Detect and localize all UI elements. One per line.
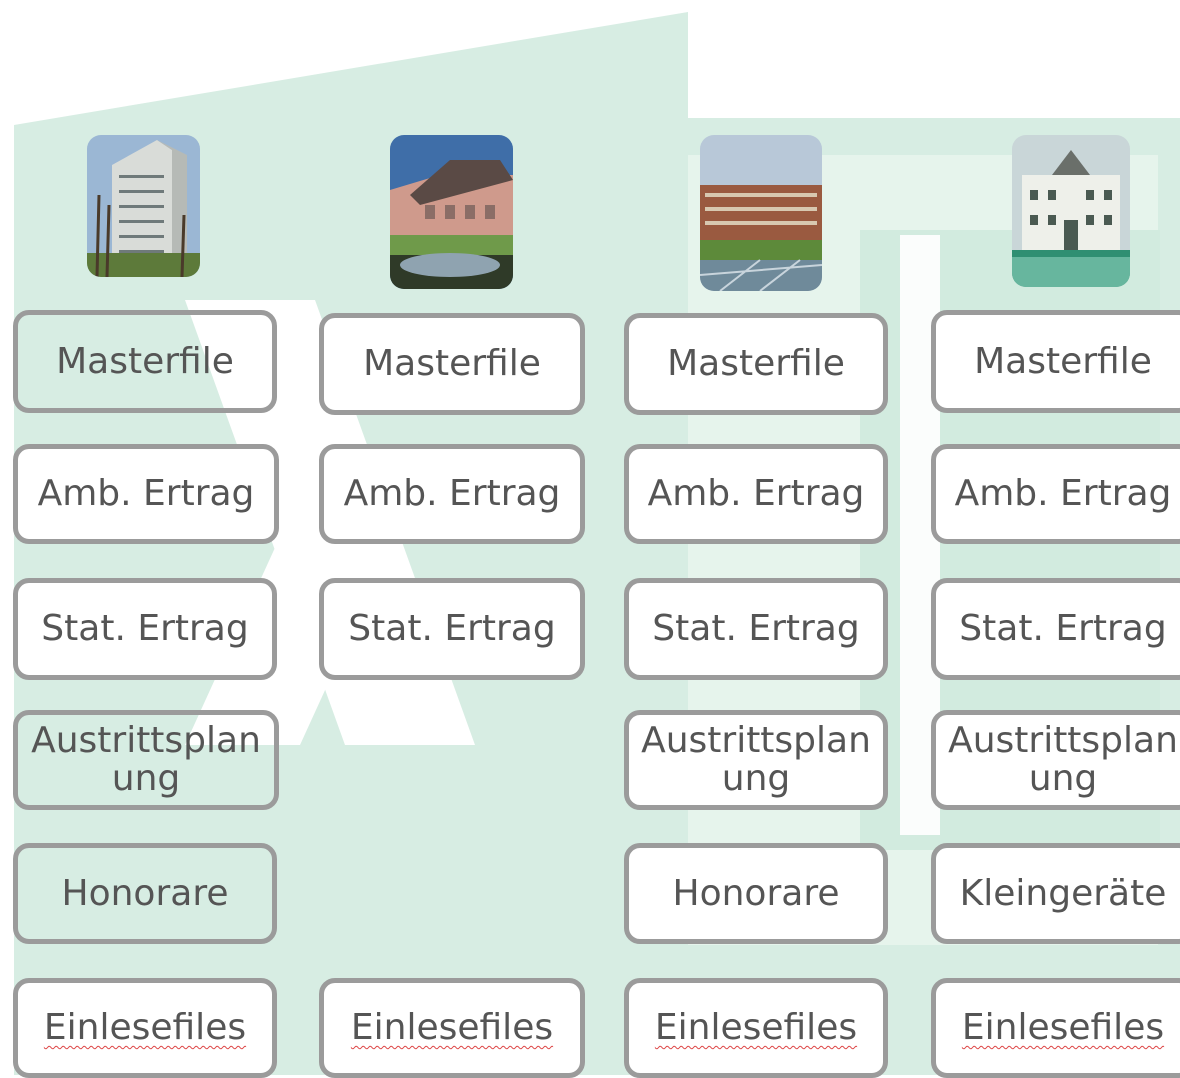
einlesefiles-label: Einlesefiles: [43, 1007, 247, 1048]
stat-ertrag-button-col2[interactable]: Stat. Ertrag: [319, 578, 585, 680]
einlesefiles-button-col1[interactable]: Einlesefiles: [13, 978, 277, 1078]
amb-ertrag-button-col3[interactable]: Amb. Ertrag: [624, 444, 888, 544]
austrittsplanung-label: Austrittsplan ung: [948, 720, 1178, 799]
honorare-label: Honorare: [61, 872, 229, 914]
masterfile-button-col1[interactable]: Masterfile: [13, 310, 277, 413]
stat-ertrag-label: Stat. Ertrag: [959, 608, 1167, 649]
masterfile-label: Masterfile: [56, 340, 234, 382]
einlesefiles-label: Einlesefiles: [961, 1007, 1165, 1048]
austrittsplanung-button-col1[interactable]: Austrittsplan ung: [13, 710, 279, 810]
amb-ertrag-button-col4[interactable]: Amb. Ertrag: [931, 444, 1180, 544]
stat-ertrag-button-col1[interactable]: Stat. Ertrag: [13, 578, 277, 680]
einlesefiles-button-col4[interactable]: Einlesefiles: [931, 978, 1180, 1078]
masterfile-button-col2[interactable]: Masterfile: [319, 313, 585, 415]
austrittsplanung-label: Austrittsplan ung: [641, 720, 871, 799]
amb-ertrag-button-col1[interactable]: Amb. Ertrag: [13, 444, 279, 544]
austrittsplanung-label: Austrittsplan ung: [31, 720, 261, 799]
brick-building-photo: [700, 135, 822, 291]
einlesefiles-button-col2[interactable]: Einlesefiles: [319, 978, 585, 1078]
einlesefiles-label: Einlesefiles: [350, 1007, 554, 1048]
stat-ertrag-label: Stat. Ertrag: [652, 608, 860, 649]
castle-photo: [1012, 135, 1130, 287]
kleingeraete-button-col4[interactable]: Kleingeräte: [931, 843, 1180, 944]
amb-ertrag-label: Amb. Ertrag: [37, 473, 255, 514]
stat-ertrag-label: Stat. Ertrag: [348, 608, 556, 649]
masterfile-button-col4[interactable]: Masterfile: [931, 310, 1180, 413]
stat-ertrag-button-col4[interactable]: Stat. Ertrag: [931, 578, 1180, 680]
masterfile-label: Masterfile: [974, 340, 1152, 382]
kleingeraete-label: Kleingeräte: [959, 872, 1167, 914]
amb-ertrag-label: Amb. Ertrag: [954, 473, 1172, 514]
stat-ertrag-label: Stat. Ertrag: [41, 608, 249, 649]
masterfile-label: Masterfile: [667, 343, 845, 384]
pink-villa-photo: [390, 135, 513, 289]
amb-ertrag-label: Amb. Ertrag: [343, 473, 561, 514]
einlesefiles-button-col3[interactable]: Einlesefiles: [624, 978, 888, 1078]
einlesefiles-label: Einlesefiles: [654, 1007, 858, 1048]
honorare-button-col3[interactable]: Honorare: [624, 843, 888, 944]
austrittsplanung-button-col3[interactable]: Austrittsplan ung: [624, 710, 888, 810]
honorare-label: Honorare: [672, 872, 840, 914]
stat-ertrag-button-col3[interactable]: Stat. Ertrag: [624, 578, 888, 680]
tower-building-photo: [87, 135, 200, 277]
masterfile-button-col3[interactable]: Masterfile: [624, 313, 888, 415]
masterfile-label: Masterfile: [363, 343, 541, 384]
honorare-button-col1[interactable]: Honorare: [13, 843, 277, 944]
austrittsplanung-button-col4[interactable]: Austrittsplan ung: [931, 710, 1180, 810]
amb-ertrag-button-col2[interactable]: Amb. Ertrag: [319, 444, 585, 544]
amb-ertrag-label: Amb. Ertrag: [647, 473, 865, 514]
